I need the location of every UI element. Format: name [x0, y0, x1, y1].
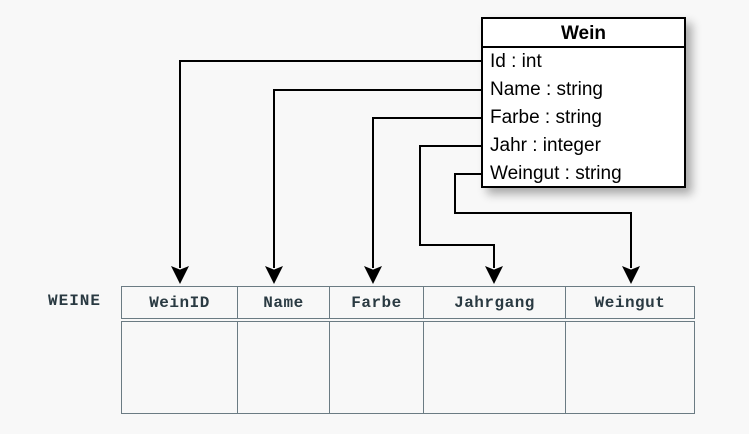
db-column-header-name: Name [238, 287, 330, 318]
db-table: WeinID Name Farbe Jahrgang Weingut [121, 286, 695, 414]
uml-class-box[interactable]: Wein Id : int Name : string Farbe : stri… [481, 17, 686, 188]
uml-attribute-name: Name : string [490, 79, 603, 100]
connector-farbe-to-farbe [364, 117, 481, 284]
db-column-header-farbe: Farbe [330, 287, 424, 318]
db-table-label: WEINE [48, 292, 102, 310]
db-cell-weinid [122, 322, 238, 413]
connector-jahr-to-jahrgang [419, 145, 503, 284]
connector-weingut-to-weingut [454, 173, 640, 284]
db-cell-name [238, 322, 330, 413]
db-cell-jahrgang [424, 322, 566, 413]
db-cell-weingut [566, 322, 694, 413]
uml-class-name: Wein [483, 19, 684, 48]
db-column-header-jahrgang: Jahrgang [424, 287, 566, 318]
uml-attribute-list: Id : int Name : string Farbe : string Ja… [483, 48, 684, 188]
connector-id-to-weinid [171, 60, 481, 284]
db-column-header-weinid: WeinID [122, 287, 238, 318]
connector-name-to-name [265, 89, 481, 284]
db-table-header-row: WeinID Name Farbe Jahrgang Weingut [121, 286, 695, 319]
uml-attribute-farbe: Farbe : string [490, 107, 602, 128]
uml-attribute-weingut: Weingut : string [490, 163, 622, 184]
uml-attribute-id: Id : int [490, 51, 542, 72]
db-cell-farbe [330, 322, 424, 413]
db-column-header-weingut: Weingut [594, 293, 666, 312]
db-table-row [121, 321, 695, 414]
uml-attribute-jahr: Jahr : integer [490, 135, 601, 156]
